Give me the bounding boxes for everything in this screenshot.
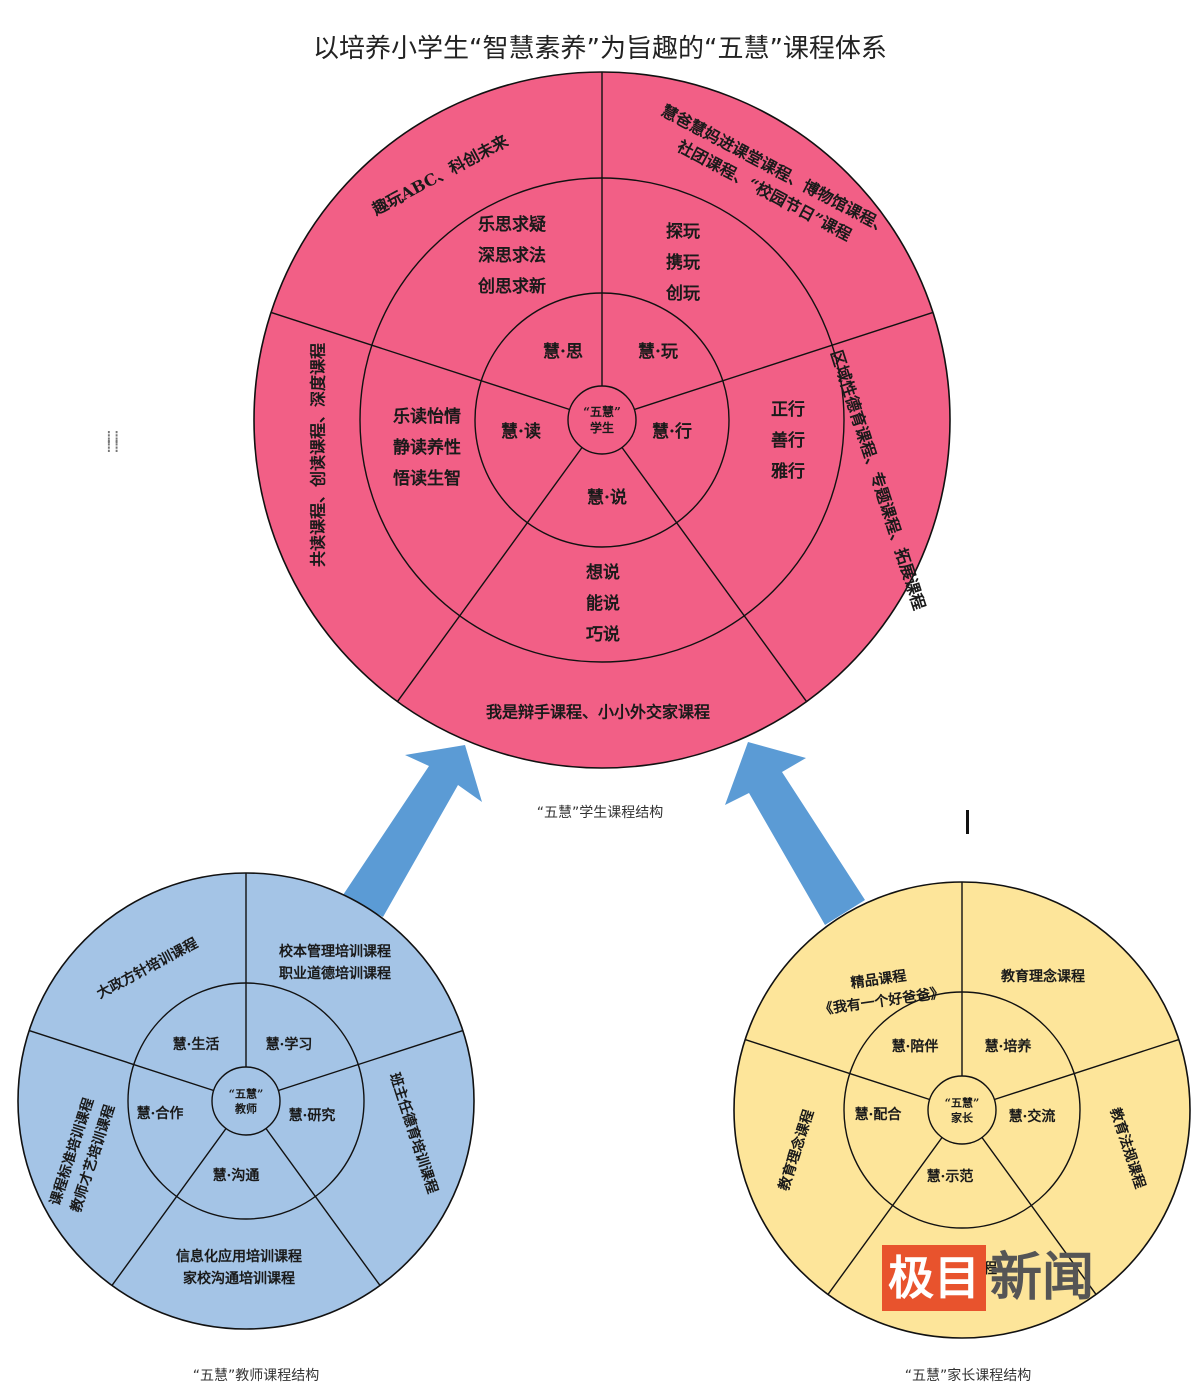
student-middle-label-line: 乐读怡情 bbox=[393, 406, 461, 427]
teacher-inner-label: 慧·合作 bbox=[137, 1105, 184, 1122]
watermark-box: 极目 bbox=[882, 1245, 986, 1311]
student-spoke bbox=[270, 311, 570, 411]
student-center-label-line: “五慧” bbox=[583, 404, 621, 419]
student-middle-label-line: 深思求法 bbox=[478, 245, 546, 266]
student-middle-label-line: 善行 bbox=[771, 430, 805, 451]
parent-center-ring bbox=[927, 1075, 997, 1145]
teacher-center-label-line: 教师 bbox=[234, 1101, 257, 1115]
teacher-caption: “五慧”教师课程结构 bbox=[193, 1368, 320, 1384]
parent-center-label-line: 家长 bbox=[951, 1110, 974, 1124]
parent-inner-label: 慧·交流 bbox=[1009, 1108, 1056, 1125]
parent-inner-label: 慧·培养 bbox=[985, 1038, 1033, 1055]
student-inner-label: 慧·读 bbox=[501, 421, 541, 442]
teacher-spoke bbox=[265, 1128, 381, 1286]
student-spoke bbox=[634, 311, 934, 411]
teacher-spoke bbox=[28, 1029, 214, 1092]
student-spoke bbox=[396, 447, 583, 702]
student-middle-label-line: 乐思求疑 bbox=[478, 214, 546, 235]
arrow-teacher-to-student bbox=[343, 745, 482, 917]
student-middle-label: 乐读怡情静读养性悟读生智 bbox=[393, 406, 461, 489]
parent-caption: “五慧”家长课程结构 bbox=[905, 1367, 1032, 1384]
student-middle-label-line: 创玩 bbox=[665, 283, 700, 304]
student-middle-label: 探玩携玩创玩 bbox=[665, 221, 700, 304]
student-center-ring bbox=[567, 385, 637, 455]
page-title: 以培养小学生“智慧素养”为旨趣的“五慧”课程体系 bbox=[313, 34, 887, 64]
teacher-outer-label-line: 校本管理培训课程 bbox=[279, 943, 391, 960]
student-middle-label-line: 想说 bbox=[586, 562, 620, 583]
student-outer-label: 我是辩手课程、小小外交家课程 bbox=[486, 703, 710, 722]
parent-outer-label-line: 教育理念课程 bbox=[1001, 968, 1085, 985]
parent-inner-label: 慧·陪伴 bbox=[892, 1038, 939, 1055]
parent-wheel: “五慧”家长慧·陪伴慧·培养慧·交流慧·示范慧·配合精品课程《我有一个好爸爸》教… bbox=[733, 881, 1191, 1339]
student-middle-label-line: 携玩 bbox=[666, 252, 700, 273]
student-middle-label-line: 巧说 bbox=[586, 624, 620, 645]
student-outer-label-line: 共读课程、创读课程、深度课程 bbox=[309, 343, 328, 567]
teacher-outer-label: 信息化应用培训课程家校沟通培训课程 bbox=[176, 1248, 302, 1287]
teacher-spoke bbox=[111, 1128, 227, 1286]
student-middle-label: 想说能说巧说 bbox=[586, 562, 620, 645]
teacher-outer-label-line: 家校沟通培训课程 bbox=[183, 1270, 295, 1287]
teacher-outer-label: 校本管理培训课程职业道德培训课程 bbox=[279, 943, 391, 982]
teacher-center-label-line: “五慧” bbox=[229, 1086, 264, 1100]
parent-center-label-line: “五慧” bbox=[945, 1095, 980, 1109]
student-outer-label-line: 我是辩手课程、小小外交家课程 bbox=[486, 703, 710, 722]
teacher-inner-label: 慧·学习 bbox=[266, 1036, 313, 1053]
watermark-text: 新闻 bbox=[990, 1247, 1095, 1308]
student-center-label-line: 学生 bbox=[590, 420, 614, 435]
parent-spoke bbox=[744, 1038, 930, 1101]
student-caption: “五慧”学生课程结构 bbox=[537, 805, 664, 821]
student-middle-label-line: 悟读生智 bbox=[393, 468, 461, 489]
text-cursor bbox=[966, 810, 969, 834]
student-middle-label-line: 静读养性 bbox=[393, 437, 461, 458]
teacher-inner-label: 慧·生活 bbox=[173, 1036, 220, 1053]
arrow-parent-to-student bbox=[725, 742, 865, 925]
parent-spoke bbox=[827, 1137, 943, 1295]
teacher-center-label: “五慧”教师 bbox=[229, 1086, 264, 1115]
student-center-label: “五慧”学生 bbox=[583, 404, 621, 435]
student-inner-label: 慧·思 bbox=[543, 341, 583, 362]
parent-outer-label: 教育理念课程 bbox=[1001, 968, 1085, 985]
parent-center-label: “五慧”家长 bbox=[945, 1095, 980, 1124]
teacher-inner-label: 慧·研究 bbox=[289, 1107, 336, 1124]
student-middle-label-line: 正行 bbox=[771, 399, 805, 420]
parent-inner-label: 慧·配合 bbox=[855, 1106, 903, 1123]
teacher-inner-label: 慧·沟通 bbox=[213, 1167, 260, 1184]
student-middle-label-line: 雅行 bbox=[770, 461, 805, 482]
teacher-center-ring bbox=[211, 1066, 281, 1136]
student-outer-label: 共读课程、创读课程、深度课程 bbox=[309, 343, 328, 567]
student-middle-label: 乐思求疑深思求法创思求新 bbox=[477, 214, 546, 297]
parent-inner-label: 慧·示范 bbox=[927, 1168, 974, 1185]
student-wheel: “五慧”学生 慧·思 慧·玩慧·行慧·说 慧·读 乐思求疑深思求法创思求新 探玩携玩创玩正… bbox=[253, 71, 951, 769]
teacher-outer-label-line: 信息化应用培训课程 bbox=[176, 1248, 302, 1265]
teacher-wheel: “五慧”教师慧·生活慧·学习慧·研究慧·沟通慧·合作大政方针培训课程校本管理培训… bbox=[17, 872, 475, 1330]
student-middle-label-line: 探玩 bbox=[666, 221, 700, 242]
student-middle-label: 正行善行雅行 bbox=[770, 399, 805, 482]
student-inner-label: 慧·玩 bbox=[638, 341, 678, 362]
student-middle-label-line: 创思求新 bbox=[477, 276, 546, 297]
teacher-outer-label-line: 职业道德培训课程 bbox=[279, 965, 391, 982]
student-inner-label: 慧·说 bbox=[587, 487, 627, 508]
student-spoke bbox=[621, 447, 808, 702]
student-middle-label-line: 能说 bbox=[586, 593, 620, 614]
parent-spoke bbox=[981, 1137, 1097, 1295]
teacher-spoke bbox=[278, 1029, 464, 1092]
watermark-logo: 极目 新闻 bbox=[882, 1243, 1094, 1313]
student-inner-label: 慧·行 bbox=[652, 421, 692, 442]
parent-spoke bbox=[994, 1038, 1180, 1101]
